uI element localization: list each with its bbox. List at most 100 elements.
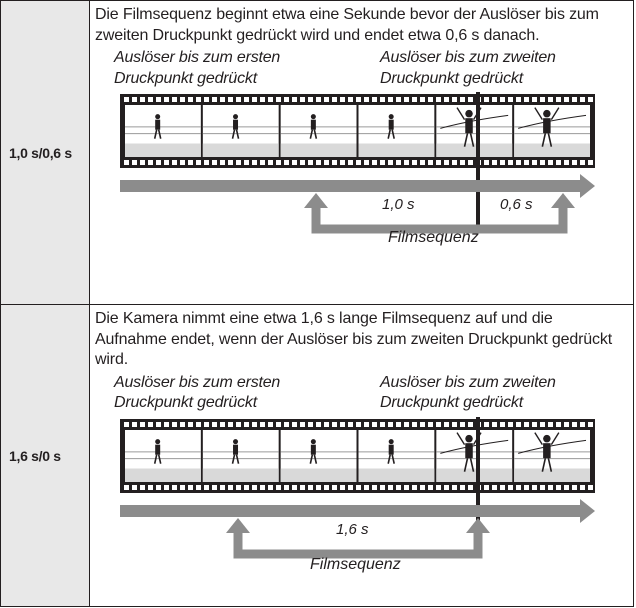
sprocket-hole xyxy=(388,421,393,427)
sequence-label: Filmsequenz xyxy=(388,229,479,246)
sprocket-hole xyxy=(220,97,225,102)
sprocket-hole xyxy=(356,160,361,165)
sprocket-hole xyxy=(124,160,129,165)
sprocket-hole xyxy=(452,484,457,490)
sprocket-hole xyxy=(380,97,385,102)
sprocket-hole xyxy=(252,160,257,165)
sprocket-hole xyxy=(484,160,489,165)
ground xyxy=(358,467,435,482)
sprocket-hole xyxy=(316,484,321,490)
bracket-up-arrow-left xyxy=(304,193,328,208)
sprocket-hole xyxy=(380,160,385,165)
sprocket-hole xyxy=(428,421,433,427)
sprocket-hole xyxy=(308,484,313,490)
runner-figure xyxy=(465,109,473,118)
sprocket-hole xyxy=(364,97,369,102)
sprocket-hole xyxy=(212,160,217,165)
runner-figure xyxy=(157,454,162,464)
runner-figure xyxy=(465,118,473,134)
table-row: 1,0 s/0,6 s Die Filmsequenz beginnt etwa… xyxy=(0,0,634,305)
sprocket-hole xyxy=(228,160,233,165)
runner-figure xyxy=(310,119,316,130)
sprocket-hole xyxy=(148,484,153,490)
sprocket-hole xyxy=(172,484,177,490)
sprocket-hole xyxy=(164,421,169,427)
runner-figure xyxy=(310,114,316,120)
timeline-arrow xyxy=(120,174,595,198)
runner-figure xyxy=(387,129,391,139)
runner-figure xyxy=(309,129,314,139)
sprocket-hole xyxy=(548,97,553,102)
sprocket-hole xyxy=(572,484,577,490)
row-description: Die Kamera nimmt eine etwa 1,6 s lange F… xyxy=(95,310,613,368)
runner-figure xyxy=(463,133,469,147)
sprocket-hole xyxy=(212,421,217,427)
sprocket-hole xyxy=(484,484,489,490)
runner-figure xyxy=(543,434,551,442)
sprocket-hole xyxy=(444,484,449,490)
sprocket-hole xyxy=(148,160,153,165)
ground xyxy=(514,143,590,157)
sprocket-hole xyxy=(196,484,201,490)
sprocket-hole xyxy=(220,421,225,427)
runner-figure xyxy=(388,119,394,130)
sprocket-hole xyxy=(124,97,129,102)
runner-figure xyxy=(155,114,161,120)
runner-figure xyxy=(310,438,316,444)
filmstrip xyxy=(120,418,595,493)
sprocket-hole xyxy=(300,97,305,102)
sprocket-hole xyxy=(372,484,377,490)
sprocket-hole xyxy=(292,160,297,165)
sprocket-hole xyxy=(532,421,537,427)
sprocket-hole xyxy=(156,421,161,427)
sprocket-hole xyxy=(172,97,177,102)
sprocket-hole xyxy=(564,97,569,102)
sprocket-hole xyxy=(588,97,593,102)
sprocket-hole xyxy=(236,421,241,427)
sprocket-hole xyxy=(572,421,577,427)
runner-figure xyxy=(391,129,395,139)
sprocket-hole xyxy=(540,421,545,427)
sprocket-hole xyxy=(428,97,433,102)
finish-tape xyxy=(518,114,587,129)
sprocket-hole xyxy=(364,160,369,165)
sprocket-hole xyxy=(460,484,465,490)
sprocket-hole xyxy=(564,160,569,165)
runner-figure xyxy=(456,107,466,121)
sprocket-hole xyxy=(188,421,193,427)
sprocket-hole xyxy=(428,484,433,490)
runner-figure xyxy=(231,454,236,464)
sequence-label: Filmsequenz xyxy=(310,555,401,573)
ground xyxy=(358,143,435,157)
sprocket-hole xyxy=(316,160,321,165)
sprocket-hole xyxy=(188,160,193,165)
sprocket-hole xyxy=(188,97,193,102)
sprocket-hole xyxy=(548,484,553,490)
sprocket-hole xyxy=(244,160,249,165)
runner-figure xyxy=(543,118,551,134)
runner-figure xyxy=(313,129,318,139)
runner-figure xyxy=(231,129,236,139)
runner-figure xyxy=(550,431,560,445)
ground xyxy=(436,467,513,482)
sprocket-hole xyxy=(564,421,569,427)
sprocket-hole xyxy=(396,421,401,427)
sprocket-hole xyxy=(388,97,393,102)
bracket-up-arrow-right xyxy=(551,193,575,208)
sprocket-hole xyxy=(300,421,305,427)
sprocket-hole xyxy=(572,97,577,102)
sprocket-hole xyxy=(300,484,305,490)
sprocket-hole xyxy=(332,160,337,165)
sprocket-hole xyxy=(140,97,145,102)
sprocket-hole xyxy=(524,421,529,427)
sprocket-hole xyxy=(588,421,593,427)
sprocket-hole xyxy=(428,160,433,165)
runner-figure xyxy=(465,442,473,458)
runner-figure xyxy=(313,454,318,464)
sprocket-hole xyxy=(308,160,313,165)
sprocket-hole xyxy=(500,484,505,490)
